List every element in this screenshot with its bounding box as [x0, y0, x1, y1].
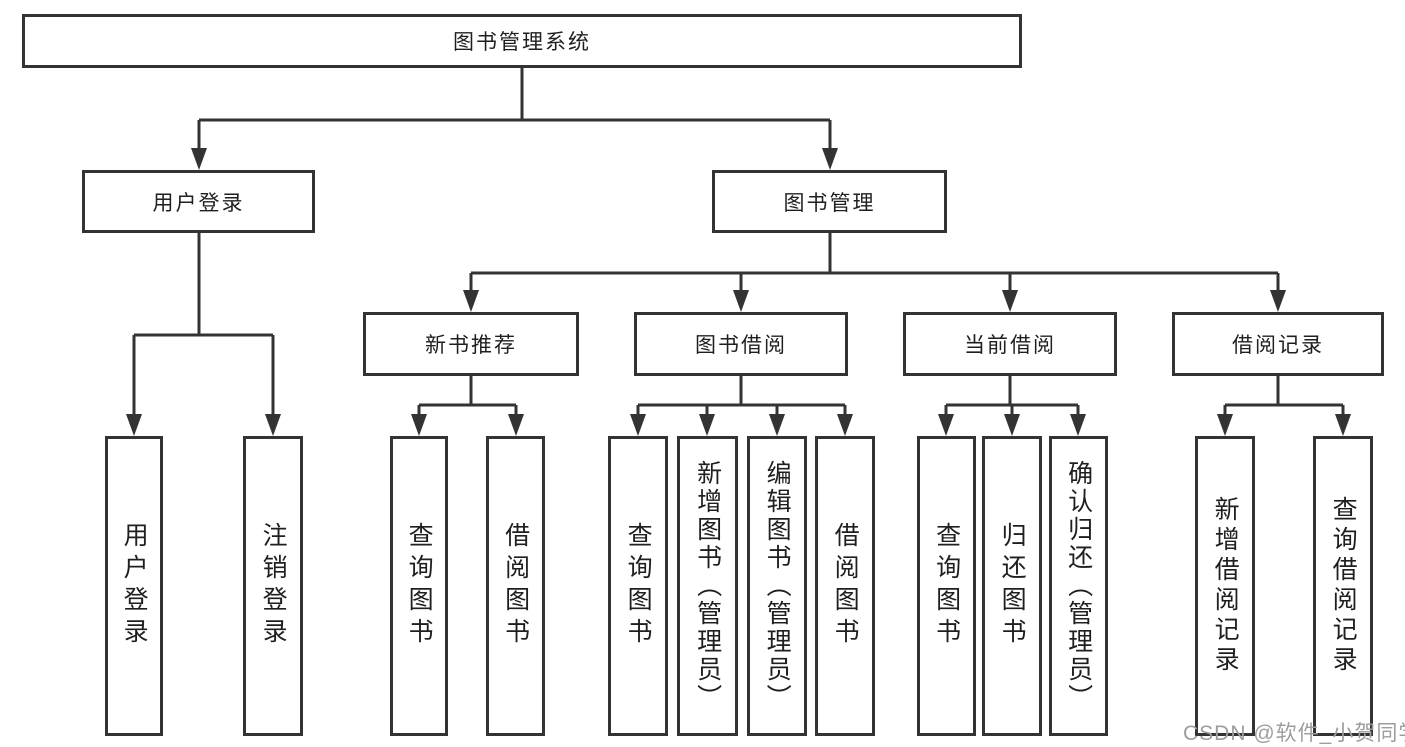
node-label: 借阅图书	[501, 522, 530, 650]
node-label: 归还图书	[998, 522, 1027, 650]
node-book-borrow: 图书借阅	[634, 312, 848, 376]
arrowhead	[126, 414, 142, 436]
leaf-query-borrow-record: 查询借阅记录	[1313, 436, 1373, 736]
node-label: 查询借阅记录	[1329, 496, 1358, 676]
leaf-user-login: 用户登录	[105, 436, 163, 736]
arrowhead	[1270, 290, 1286, 312]
leaf-edit-book-admin: 编辑图书（管理员）	[747, 436, 807, 736]
csdn-watermark: CSDN @软件_小贺同学	[1183, 722, 1405, 745]
node-label: 查询图书	[405, 522, 434, 650]
node-label: 注销登录	[259, 522, 288, 650]
node-label: 新增图书（管理员）	[693, 460, 722, 712]
node-label: 借阅图书	[831, 522, 860, 650]
leaf-query-book-3: 查询图书	[917, 436, 976, 736]
arrowhead	[769, 414, 785, 436]
node-borrow-record: 借阅记录	[1172, 312, 1384, 376]
leaf-return-book: 归还图书	[982, 436, 1042, 736]
arrowhead	[1070, 414, 1086, 436]
arrowhead	[1217, 414, 1233, 436]
arrowhead	[699, 414, 715, 436]
node-root: 图书管理系统	[22, 14, 1022, 68]
node-label: 图书管理	[783, 191, 876, 215]
arrowhead	[938, 414, 954, 436]
node-label: 确认归还（管理员）	[1064, 460, 1093, 712]
node-label: 图书管理系统	[453, 31, 591, 54]
arrowhead	[265, 414, 281, 436]
leaf-confirm-return-admin: 确认归还（管理员）	[1049, 436, 1108, 736]
node-label: 新书推荐	[425, 334, 517, 357]
leaf-borrow-book-1: 借阅图书	[486, 436, 545, 736]
node-label: 用户登录	[152, 191, 245, 215]
node-label: 当前借阅	[964, 334, 1056, 357]
arrowhead	[191, 148, 207, 170]
node-label: 查询图书	[624, 522, 653, 650]
arrowhead	[1002, 290, 1018, 312]
node-current-borrow: 当前借阅	[903, 312, 1117, 376]
leaf-logout: 注销登录	[243, 436, 303, 736]
leaf-query-book-2: 查询图书	[608, 436, 668, 736]
arrowhead	[508, 414, 524, 436]
arrowhead	[822, 148, 838, 170]
node-label: 编辑图书（管理员）	[763, 460, 792, 712]
connector-root-to-level1	[197, 68, 832, 150]
arrowhead	[463, 290, 479, 312]
node-label: 图书借阅	[695, 334, 787, 357]
connector-book-management-children	[469, 233, 1280, 293]
arrowhead	[630, 414, 646, 436]
node-new-book-recommend: 新书推荐	[363, 312, 579, 376]
arrowhead	[837, 414, 853, 436]
node-label: 用户登录	[120, 522, 149, 650]
arrowhead	[1004, 414, 1020, 436]
leaf-borrow-book-2: 借阅图书	[815, 436, 875, 736]
arrowhead	[1335, 414, 1351, 436]
node-label: 借阅记录	[1232, 334, 1324, 357]
node-book-management: 图书管理	[712, 170, 947, 233]
leaf-query-book-1: 查询图书	[390, 436, 448, 736]
connector-new-book-recommend-children	[417, 376, 518, 417]
arrowhead	[411, 414, 427, 436]
node-label: 新增借阅记录	[1211, 496, 1240, 676]
connector-borrow-record-children	[1223, 376, 1345, 417]
node-user-login: 用户登录	[82, 170, 315, 233]
leaf-add-book-admin: 新增图书（管理员）	[677, 436, 738, 736]
connector-book-borrow-children	[636, 376, 847, 417]
node-label: 查询图书	[932, 522, 961, 650]
leaf-add-borrow-record: 新增借阅记录	[1195, 436, 1255, 736]
arrowhead	[733, 290, 749, 312]
connector-user-login-children	[132, 233, 275, 417]
connector-current-borrow-children	[944, 376, 1080, 417]
